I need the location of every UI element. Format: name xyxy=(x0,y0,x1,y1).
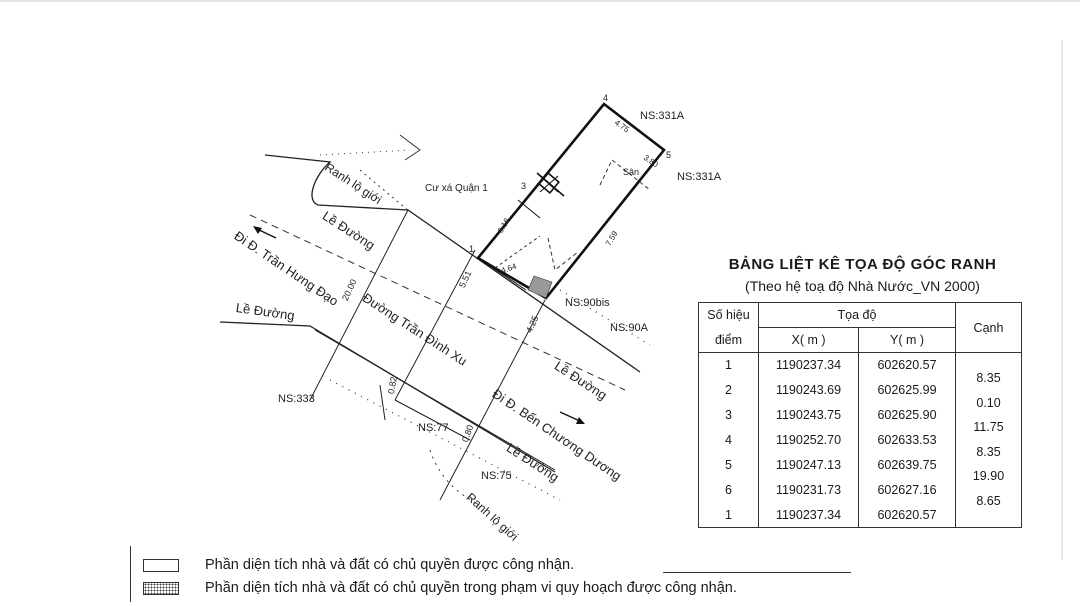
road-edge-lower xyxy=(219,321,556,473)
row-id: 5 xyxy=(698,452,759,478)
header-canh: Cạnh xyxy=(955,302,1022,353)
row-id: 2 xyxy=(698,377,759,403)
legend-divider xyxy=(130,546,131,602)
ranh-lo-gioi-upper xyxy=(359,169,411,213)
road-edge-upper xyxy=(264,154,641,373)
legend-item-1: Phần diện tích nhà và đất có chủ quyền đ… xyxy=(205,557,575,573)
parcel-outline xyxy=(476,102,666,300)
header-diem: điểm xyxy=(698,327,759,353)
row-x: 1190243.75 xyxy=(758,402,859,428)
point-3-label: 3 xyxy=(521,181,527,191)
row-x: 1190237.34 xyxy=(758,502,859,528)
header-toa-do: Tọa độ xyxy=(758,302,956,328)
row-id: 3 xyxy=(698,402,759,428)
label-ns-90a: NS:90A xyxy=(610,322,648,334)
point-5-label: 5 xyxy=(666,150,672,160)
row-x: 1190252.70 xyxy=(758,427,859,453)
canh-value: 8.65 xyxy=(976,493,1001,508)
row-id: 6 xyxy=(698,477,759,503)
legend-swatch-dotted xyxy=(143,582,179,595)
label-ns-333: NS:333 xyxy=(278,393,315,405)
label-san: Sân xyxy=(623,167,640,177)
canh-value: 19.90 xyxy=(972,469,1005,484)
label-ns-77: NS:77 xyxy=(418,422,449,434)
row-y: 602625.99 xyxy=(858,377,956,403)
row-id: 1 xyxy=(698,502,759,528)
canh-value: 8.35 xyxy=(976,371,1001,385)
canh-value: 0.10 xyxy=(976,395,1001,410)
row-y: 602620.57 xyxy=(858,352,956,378)
row-y: 602620.57 xyxy=(858,502,956,528)
header-y: Y( m ) xyxy=(858,327,956,353)
row-x: 1190247.13 xyxy=(758,452,859,478)
row-id: 4 xyxy=(698,427,759,453)
point-1-label: 1 xyxy=(469,244,475,254)
row-x: 1190237.34 xyxy=(758,352,859,378)
ranh-lo-gioi-lower xyxy=(329,379,561,501)
label-ns-75: NS:75 xyxy=(481,470,512,482)
label-ns-331a-right: NS:331A xyxy=(677,171,722,183)
header-x: X( m ) xyxy=(758,327,859,353)
legend-swatch-plain xyxy=(143,559,179,572)
row-y: 602633.53 xyxy=(858,427,956,453)
row-y: 602627.16 xyxy=(858,477,956,503)
canh-value: 11.75 xyxy=(973,420,1004,435)
label-cu-xa: Cư xá Quận 1 xyxy=(425,183,488,194)
label-ns-90bis: NS:90bis xyxy=(565,297,610,309)
coord-table-title: BẢNG LIỆT KÊ TỌA ĐỘ GÓC RANH xyxy=(728,256,997,273)
row-x: 1190231.73 xyxy=(758,477,859,503)
label-ns-331a-top: NS:331A xyxy=(640,110,685,122)
hatched-area xyxy=(527,275,553,299)
row-y: 602625.90 xyxy=(858,402,956,428)
canh-value: 8.35 xyxy=(976,444,1001,459)
canh-column: 8.35 0.10 11.75 8.35 19.90 8.65 xyxy=(955,352,1022,528)
point-4-label: 4 xyxy=(603,93,609,103)
legend-underline xyxy=(663,572,851,573)
header-so-hieu: Số hiệu xyxy=(698,302,759,328)
row-x: 1190243.69 xyxy=(758,377,859,403)
legend-item-2: Phần diện tích nhà và đất có chủ quyền t… xyxy=(205,580,737,596)
coord-table: Số hiệu Tọa độ Cạnh điểm X( m ) Y( m ) 1… xyxy=(698,302,1022,528)
coord-table-subtitle: (Theo hệ toạ độ Nhà Nước_VN 2000) xyxy=(745,278,980,294)
row-id: 1 xyxy=(698,352,759,378)
road-centerline xyxy=(249,214,626,391)
row-y: 602639.75 xyxy=(858,452,956,478)
